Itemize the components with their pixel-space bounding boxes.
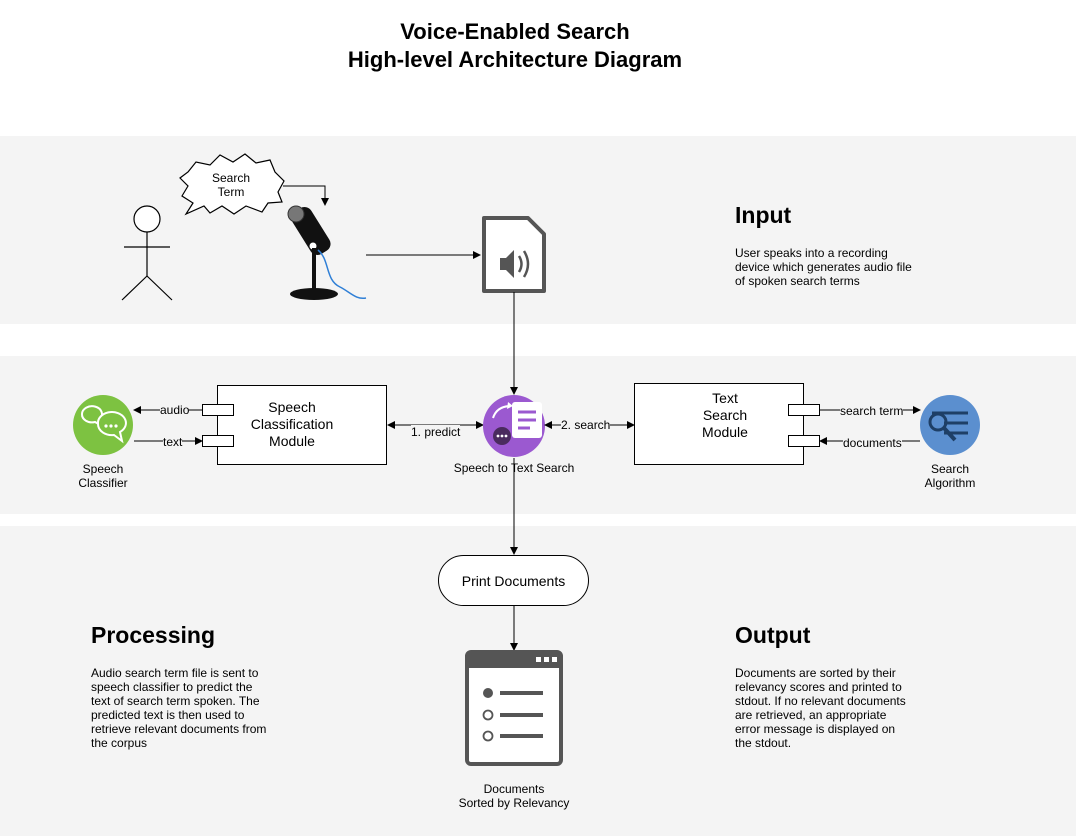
processing-description: Audio search term file is sent to speech… [91, 666, 267, 750]
output-description: Documents are sorted by their relevancy … [735, 666, 906, 750]
speech-to-text-search-icon [483, 395, 545, 457]
input-description: User speaks into a recording device whic… [735, 246, 912, 288]
text-search-module [634, 383, 804, 465]
audio-port [202, 404, 234, 416]
print-documents-node: Print Documents [438, 555, 589, 606]
search-term-port [788, 404, 820, 416]
microphone-icon [287, 205, 367, 300]
documents-port [788, 435, 820, 447]
edge-label-search: 2. search [561, 418, 611, 432]
edge-label-search-term: search term [840, 404, 904, 418]
user-figure-icon [121, 205, 173, 301]
text-search-module-label: Text Search Module [702, 390, 748, 440]
documents-list-icon [465, 650, 563, 766]
search-algorithm-icon [920, 395, 980, 455]
edge-label-text: text [163, 435, 183, 449]
edge-label-audio: audio [160, 403, 190, 417]
speech-classifier-icon [73, 395, 133, 455]
edge-label-documents: documents [843, 436, 902, 450]
documents-sorted-label: Documents Sorted by Relevancy [458, 782, 570, 810]
input-heading: Input [735, 202, 792, 228]
processing-heading: Processing [91, 622, 215, 648]
speech-to-text-search-label: Speech to Text Search [453, 461, 575, 475]
speech-bubble-text: Search Term [211, 171, 251, 199]
speech-classifier-label: Speech Classifier [78, 462, 128, 490]
output-heading: Output [735, 622, 811, 648]
search-algorithm-label: Search Algorithm [924, 462, 976, 490]
speech-classification-module [217, 385, 387, 465]
audio-file-icon [482, 216, 546, 293]
text-port [202, 435, 234, 447]
diagram-title-line2: High-level Architecture Diagram [347, 47, 683, 72]
diagram-title-line1: Voice-Enabled Search [400, 19, 630, 44]
edge-label-predict: 1. predict [411, 425, 461, 439]
speech-classification-module-label: Speech Classification Module [250, 399, 334, 449]
speech-bubble-icon [179, 153, 285, 216]
